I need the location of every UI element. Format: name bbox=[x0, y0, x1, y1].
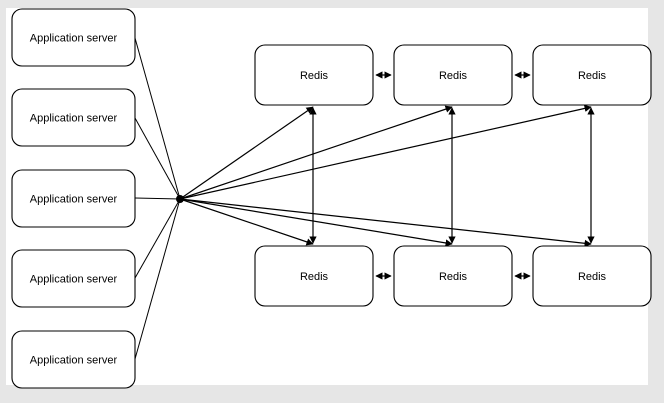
app-server-box[interactable] bbox=[11, 330, 136, 389]
app-server-app-2[interactable]: Application server bbox=[11, 88, 136, 147]
link-app-2-to-hub bbox=[134, 117, 181, 200]
link-hub-to-redis-bottom-3 bbox=[179, 198, 592, 247]
link-hub-to-redis-top-3 bbox=[179, 104, 592, 200]
app-server-label: Application server bbox=[30, 354, 118, 366]
app-server-app-3[interactable]: Application server bbox=[11, 169, 136, 228]
link-hub-to-redis-bottom-1 bbox=[179, 198, 314, 246]
app-server-box[interactable] bbox=[11, 8, 136, 67]
redis-node-box[interactable] bbox=[532, 44, 652, 106]
app-server-app-5[interactable]: Application server bbox=[11, 330, 136, 389]
link-app-3-to-hub bbox=[134, 197, 181, 200]
redis-node-redis-top-2[interactable]: Redis bbox=[393, 44, 513, 106]
link-hub-to-redis-top-2 bbox=[179, 105, 453, 200]
app-server-app-1[interactable]: Application server bbox=[11, 8, 136, 67]
redis-node-redis-top-3[interactable]: Redis bbox=[532, 44, 652, 106]
link-app-5-to-hub bbox=[134, 198, 181, 360]
links-layer bbox=[134, 37, 595, 360]
app-server-label: Application server bbox=[30, 193, 118, 205]
app-server-box[interactable] bbox=[11, 169, 136, 228]
redis-node-box[interactable] bbox=[393, 44, 513, 106]
redis-node-label: Redis bbox=[578, 70, 607, 82]
app-server-box[interactable] bbox=[11, 249, 136, 308]
app-server-box[interactable] bbox=[11, 88, 136, 147]
app-server-label: Application server bbox=[30, 32, 118, 44]
redis-node-redis-top-1[interactable]: Redis bbox=[254, 44, 374, 106]
link-app-4-to-hub bbox=[134, 198, 181, 279]
redis-node-label: Redis bbox=[300, 70, 329, 82]
redis-node-label: Redis bbox=[439, 70, 468, 82]
link-app-1-to-hub bbox=[134, 37, 181, 200]
redis-node-redis-bottom-1[interactable]: Redis bbox=[254, 245, 374, 307]
redis-node-label: Redis bbox=[578, 271, 607, 283]
app-server-app-4[interactable]: Application server bbox=[11, 249, 136, 308]
app-server-label: Application server bbox=[30, 273, 118, 285]
redis-node-box[interactable] bbox=[393, 245, 513, 307]
redis-node-redis-bottom-3[interactable]: Redis bbox=[532, 245, 652, 307]
redis-node-label: Redis bbox=[439, 271, 468, 283]
redis-node-label: Redis bbox=[300, 271, 329, 283]
fan-hub-node bbox=[176, 195, 184, 203]
redis-node-redis-bottom-2[interactable]: Redis bbox=[393, 245, 513, 307]
redis-node-box[interactable] bbox=[532, 245, 652, 307]
redis-node-box[interactable] bbox=[254, 44, 374, 106]
redis-node-box[interactable] bbox=[254, 245, 374, 307]
app-server-label: Application server bbox=[30, 112, 118, 124]
link-hub-to-redis-top-1 bbox=[179, 106, 314, 200]
link-hub-to-redis-bottom-2 bbox=[179, 198, 453, 247]
